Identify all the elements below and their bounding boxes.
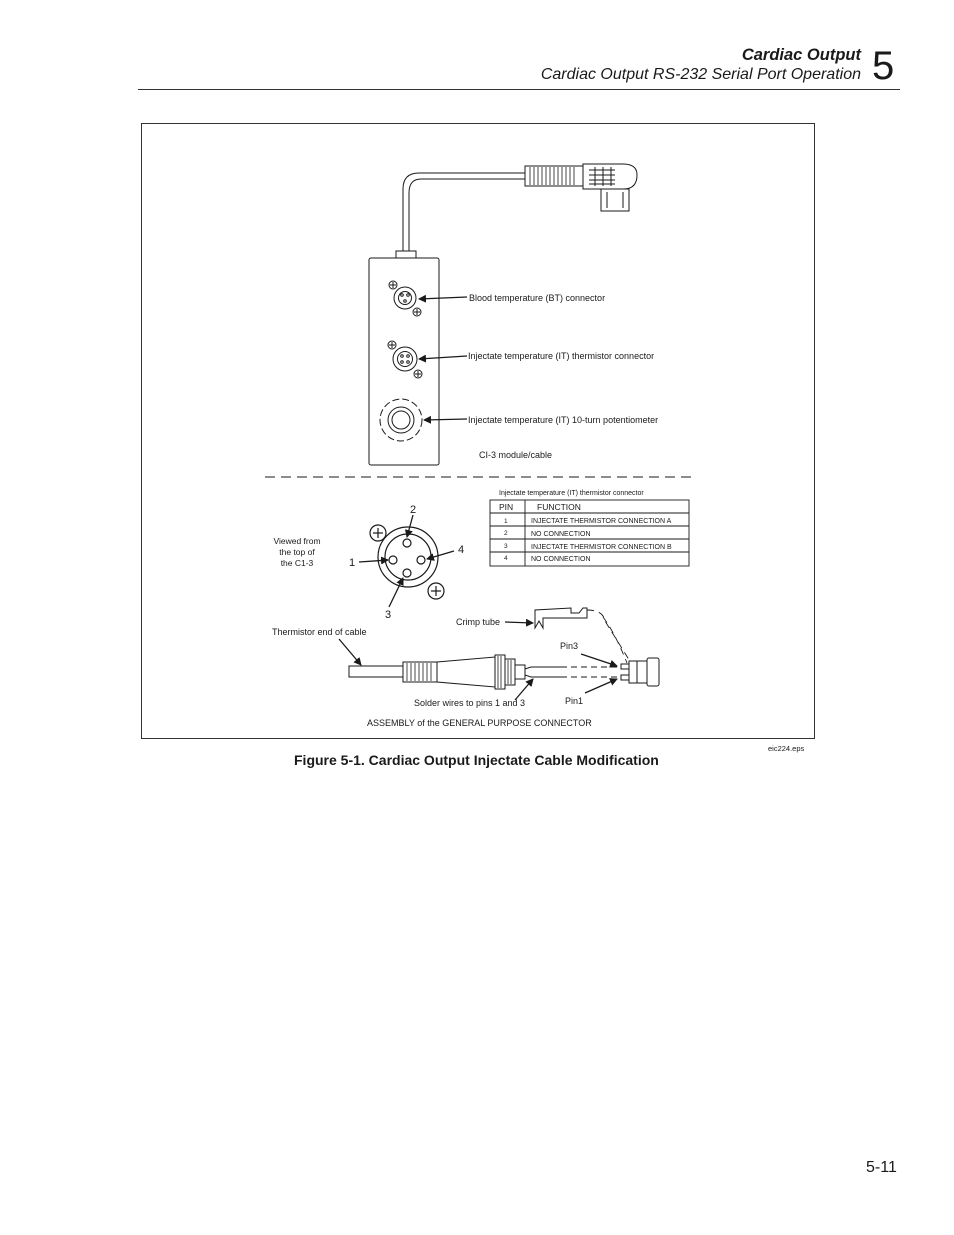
assembly-label: ASSEMBLY of the GENERAL PURPOSE CONNECTO… [367,718,592,728]
figure-frame [141,123,815,739]
pin1-label: Pin1 [565,696,583,706]
pin-table-function: NO CONNECTION [531,556,591,563]
eps-filename: eic224.eps [768,744,805,753]
crimp-tube-icon [534,607,588,630]
pin-table-pin: 1 [504,518,508,525]
pin-table-header-function: FUNCTION [537,502,581,512]
pin-table-function: NO CONNECTION [531,531,591,538]
header-title: Cardiac Output [741,46,861,64]
bt-connector-label: Blood temperature (BT) connector [469,293,605,303]
bt-arrow [418,294,468,303]
thermistor-end-label: Thermistor end of cable [272,627,367,637]
pin-table [489,499,690,567]
it-thermistor-connector-icon [387,340,423,379]
pin-table-function: INJECTATE THERMISTOR CONNECTION B [531,544,672,551]
pin-number-3: 3 [385,609,391,621]
bt-connector-icon [388,280,422,317]
chapter-number: 5 [872,44,895,88]
solder-label: Solder wires to pins 1 and 3 [414,698,525,708]
pin4-arrow [426,550,455,561]
crimp-arrow [504,618,534,627]
general-purpose-connector-icon [620,657,660,687]
cable-diagram: Blood temperature (BT) connector Injecta… [265,163,691,728]
thermistor-cable-icon [348,654,526,690]
pin3-label: Pin3 [560,641,578,651]
viewed-top-label: the top of [279,547,315,557]
header-rule [138,89,900,90]
module-label: CI-3 module/cable [479,450,552,460]
crimp-tube-label: Crimp tube [456,617,500,627]
page-number: 5-11 [866,1159,897,1176]
module-cable [402,172,525,251]
viewed-from-label: Viewed from [273,536,320,546]
pin2-arrow [404,514,414,538]
rs232-plug-icon [524,163,638,212]
solder-wires [524,666,621,678]
it-arrow [418,354,468,363]
pin-table-pin: 2 [504,530,508,537]
pot-arrow [423,415,468,424]
pin1-arrow [358,556,389,565]
pin-table-function: INJECTATE THERMISTOR CONNECTION A [531,518,672,525]
pin3-arrow [388,577,404,608]
pin3-pointer [580,653,618,668]
pin-number-1: 1 [349,557,355,569]
viewed-c13-label: the C1-3 [281,558,314,568]
pin-table-pin: 4 [504,555,508,562]
ci3-module-icon [368,250,440,466]
crimp-guide-dashes [586,609,632,664]
pin-number-4: 4 [458,544,464,556]
it-pot-label: Injectate temperature (IT) 10-turn poten… [468,415,658,425]
figure-caption: Figure 5-1. Cardiac Output Injectate Cab… [294,752,659,768]
solder-arrow [514,678,534,701]
pin-table-title: Injectate temperature (IT) thermistor co… [499,490,644,497]
thermistor-arrow [338,638,362,666]
pin-table-pin: 3 [504,543,508,550]
header-subtitle: Cardiac Output RS-232 Serial Port Operat… [540,66,861,83]
pinout-connector-icon [369,524,445,600]
it-potentiometer-icon [379,398,423,442]
it-thermistor-label: Injectate temperature (IT) thermistor co… [468,351,654,361]
pin-table-header-pin: PIN [499,502,513,512]
pin-number-2: 2 [410,504,416,516]
pin1-pointer [584,678,618,694]
